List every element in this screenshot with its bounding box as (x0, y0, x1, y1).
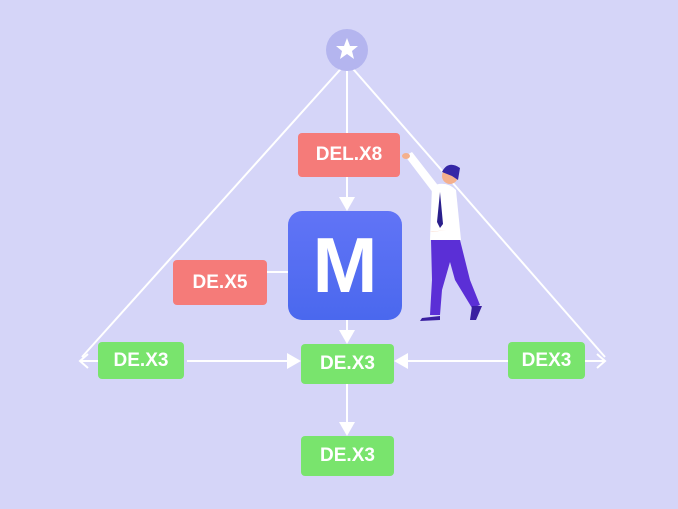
logo-m-node[interactable]: M (288, 211, 402, 320)
person-illustration (402, 152, 482, 321)
star-node (326, 29, 368, 71)
node-label: DE.X3 (113, 349, 169, 371)
node-left-de-x3[interactable]: DE.X3 (98, 342, 184, 379)
node-label: DEX3 (521, 349, 572, 371)
node-right-dex3[interactable]: DEX3 (508, 342, 585, 379)
node-label: DE.X3 (320, 353, 375, 374)
node-del-x8[interactable]: DEL.X8 (298, 133, 400, 177)
node-label: DEL.X8 (315, 144, 383, 165)
node-bottom-de-x3[interactable]: DE.X3 (301, 436, 394, 476)
node-label: DE.X5 (192, 271, 248, 293)
node-label: DE.X3 (320, 445, 375, 466)
node-de-x5[interactable]: DE.X5 (173, 260, 267, 305)
logo-letter: M (312, 221, 378, 309)
node-center-de-x3[interactable]: DE.X3 (301, 344, 394, 384)
star-icon (336, 38, 358, 59)
